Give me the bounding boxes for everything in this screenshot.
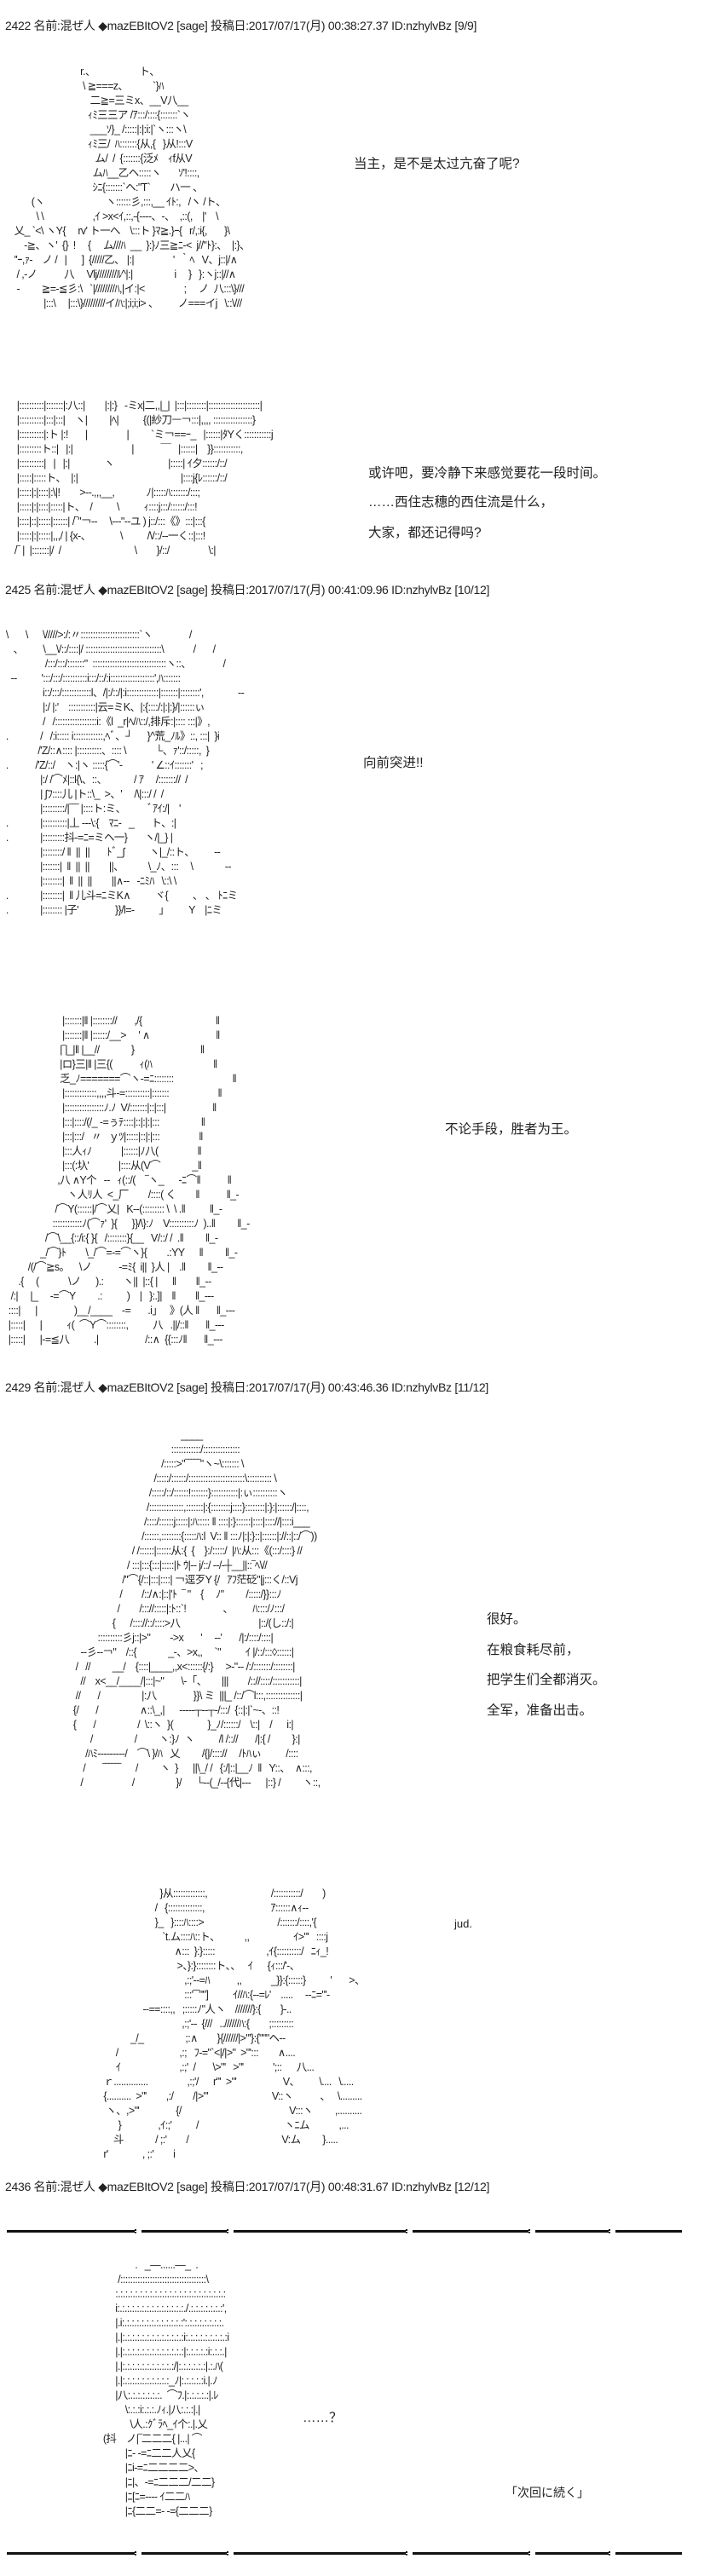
dialogue-text: 不论手段，胜者为王。 xyxy=(445,1122,578,1137)
dialogue-text: 大家，都还记得吗? xyxy=(368,526,482,540)
post-header: 2429 名前:混ぜ人 ◆mazEBItOV2 [sage] 投稿日:2017/… xyxy=(5,1380,489,1394)
post-header: 2422 名前:混ぜ人 ◆mazEBItOV2 [sage] 投稿日:2017/… xyxy=(5,19,477,32)
post-header: 2436 名前:混ぜ人 ◆mazEBItOV2 [sage] 投稿日:2017/… xyxy=(5,2180,490,2193)
dialogue-text: 把学生们全都消灭。 xyxy=(487,1673,606,1687)
dialogue-text: 全军，准备出击。 xyxy=(487,1703,593,1718)
ascii-art-2: |::::::::::|:::::::|:八::| |:|:} -ミx|二,,|… xyxy=(14,400,274,556)
ascii-art-6: }从:::::::::::::, /:::::::::::/ ) / {::::… xyxy=(103,1887,365,2160)
ascii-art-3: \ \ \/////>:/:〃::::::::::::::::::::::::`… xyxy=(5,629,245,916)
dialogue-text: ……？ xyxy=(303,2411,343,2425)
dialogue-text: 或许吧，要冷静下来感觉要花一段时间。 xyxy=(368,466,607,481)
dialogue-text: jud. xyxy=(454,1917,472,1930)
dialogue-text: ……西住志穗的西住流是什么， xyxy=(368,495,554,510)
post-header: 2425 名前:混ぜ人 ◆mazEBItOV2 [sage] 投稿日:2017/… xyxy=(5,583,490,596)
divider-top xyxy=(7,2229,682,2233)
divider-bottom xyxy=(7,2551,682,2556)
ascii-art-7: . _—......—_ . /::::::::::::::::::::::::… xyxy=(102,2259,229,2517)
ascii-art-1: r.、 ト、 \ ≧===z、 `}ﾊ 二≧=三ミx、__V八__ ｨﾐ三三ア … xyxy=(14,66,251,309)
to-be-continued: 「次回に続く」 xyxy=(505,2486,589,2499)
dialogue-text: 向前突进!! xyxy=(363,756,424,770)
ascii-art-5: ____ ::::::::::::/::::::::::::::: /:::::… xyxy=(72,1429,321,1789)
dialogue-text: 很好。 xyxy=(487,1612,527,1627)
ascii-art-4: |:::::::|‖ |::::::::// ,/{ ‖ |:::::::|‖ … xyxy=(8,1015,251,1346)
dialogue-text: 当主，是不是太过亢奋了呢? xyxy=(354,157,520,171)
dialogue-text: 在粮食耗尽前， xyxy=(487,1643,580,1657)
